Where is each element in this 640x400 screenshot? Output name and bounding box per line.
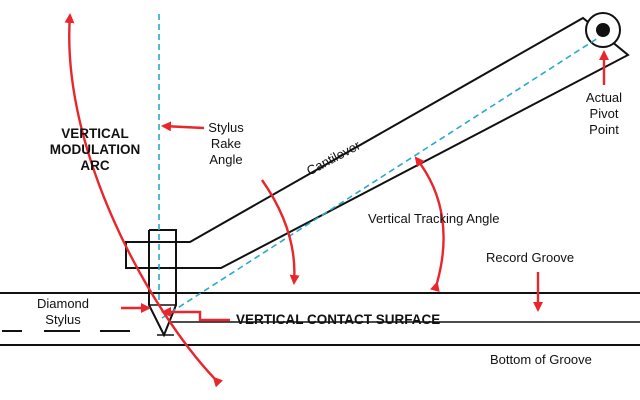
vertical-modulation-arc-line-3: ARC [80, 158, 110, 173]
diamond-stylus-line-2: Stylus [45, 312, 81, 327]
vertical-modulation-arc-label: VERTICAL MODULATION ARC [40, 126, 150, 174]
record-groove-label: Record Groove [486, 250, 575, 265]
diamond-stylus-line-1: Diamond [36, 296, 90, 311]
tracking-angle-arc-arrow [414, 156, 445, 293]
stylus-rake-angle-line-2: Rake [210, 136, 242, 151]
actual-pivot-point-line-1: Actual [585, 90, 623, 105]
bottom-of-groove-label: Bottom of Groove [490, 352, 592, 367]
pivot-point-dot [596, 23, 610, 37]
stylus-rake-angle-line-1: Stylus [208, 120, 244, 135]
vertical-modulation-arc-line-1: VERTICAL [61, 126, 129, 141]
modulation-arc-arrow [64, 13, 224, 388]
rake-angle-arc-arrow [261, 179, 300, 285]
stylus-shank [148, 229, 177, 338]
actual-pivot-point-line-3: Point [589, 122, 619, 137]
diamond-stylus-label: Diamond Stylus [28, 296, 98, 328]
vertical-modulation-arc-line-2: MODULATION [49, 142, 141, 157]
rake-angle-arrow [161, 121, 205, 132]
vertical-contact-surface-label: VERTICAL CONTACT SURFACE [236, 312, 441, 327]
contact-surface-arrow [161, 307, 230, 322]
vertical-tracking-angle-label: Vertical Tracking Angle [368, 211, 500, 226]
stylus-rake-angle-line-3: Angle [209, 152, 243, 167]
stylus-rake-angle-label: Stylus Rake Angle [196, 120, 256, 168]
tracking-dashed-line [161, 37, 599, 319]
actual-pivot-point-line-2: Pivot [589, 106, 619, 121]
actual-pivot-point-label: Actual Pivot Point [571, 90, 637, 138]
